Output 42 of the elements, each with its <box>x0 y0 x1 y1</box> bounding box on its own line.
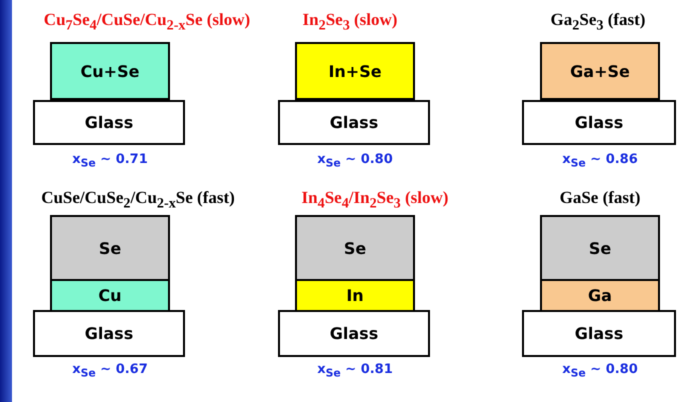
layer-label: In <box>346 286 364 305</box>
layer-box <box>540 279 660 312</box>
substrate-box <box>522 100 676 145</box>
phase-heading: GaSe (fast) <box>560 188 640 208</box>
layer-box <box>295 42 415 100</box>
layer-label: Ga <box>588 286 612 305</box>
phase-heading: Cu$_{7}$Se$_{4}$/CuSe/Cu$_{2-x}$Se (slow) <box>44 10 250 34</box>
phase-heading: In$_{4}$Se$_{4}$/In$_{2}$Se$_{3}$ (slow) <box>302 188 448 212</box>
layer-label: Se <box>588 238 612 258</box>
layer-box <box>540 215 660 281</box>
composition-label: x$_{Se}$ ~ 0.67 <box>72 362 148 380</box>
composition-label: x$_{Se}$ ~ 0.80 <box>562 362 638 380</box>
layer-label: Glass <box>574 113 624 132</box>
layer-box <box>295 215 415 281</box>
layer-label: In+Se <box>328 62 382 80</box>
layer-label: Ga+Se <box>570 62 630 80</box>
layer-box <box>540 42 660 100</box>
substrate-box <box>33 100 185 145</box>
layer-label: Cu <box>98 286 122 305</box>
layer-label: Se <box>98 238 122 258</box>
layer-label: Glass <box>574 324 624 343</box>
composition-label: x$_{Se}$ ~ 0.81 <box>317 362 393 380</box>
composition-label: x$_{Se}$ ~ 0.80 <box>317 152 393 170</box>
layer-box <box>50 215 170 281</box>
phase-heading: In$_{2}$Se$_{3}$ (slow) <box>302 10 398 34</box>
layer-label: Glass <box>84 324 134 343</box>
layer-box <box>295 279 415 312</box>
composition-label: x$_{Se}$ ~ 0.71 <box>72 152 148 170</box>
phase-heading: Ga$_{2}$Se$_{3}$ (fast) <box>550 10 646 34</box>
layer-label: Cu+Se <box>80 62 140 80</box>
substrate-box <box>278 310 430 357</box>
layer-label: Se <box>344 238 366 258</box>
substrate-box <box>278 100 430 145</box>
layer-label: Glass <box>330 324 378 343</box>
layer-label: Glass <box>84 113 134 132</box>
composition-label: x$_{Se}$ ~ 0.86 <box>562 152 638 170</box>
layer-label: Glass <box>330 113 378 132</box>
phase-heading: CuSe/CuSe$_{2}$/Cu$_{2-x}$Se (fast) <box>41 188 235 212</box>
layer-box <box>50 42 170 100</box>
substrate-box <box>33 310 185 357</box>
layer-box <box>50 279 170 312</box>
substrate-box <box>522 310 676 357</box>
